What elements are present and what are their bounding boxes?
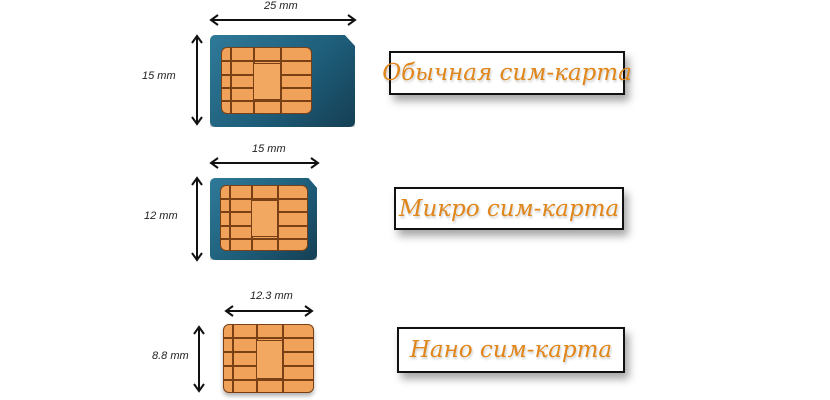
- sim-chip-icon: [221, 47, 312, 114]
- width-label: 15 mm: [252, 143, 286, 155]
- micro-sim-title: Микро сим-карта: [398, 195, 620, 222]
- width-label: 25 mm: [264, 0, 298, 12]
- regular-sim-title: Обычная сим-карта: [382, 60, 632, 86]
- nano-sim-title-box: Нано сим-карта: [397, 327, 625, 373]
- height-arrow-icon: [191, 176, 203, 262]
- width-label: 12.3 mm: [250, 290, 293, 302]
- nano-sim-title: Нано сим-карта: [409, 337, 613, 363]
- height-arrow-icon: [191, 34, 203, 126]
- micro-sim-title-box: Микро сим-карта: [394, 187, 624, 230]
- regular-sim-title-box: Обычная сим-карта: [382, 51, 632, 95]
- height-label: 8.8 mm: [152, 350, 189, 362]
- width-arrow-icon: [209, 157, 320, 169]
- width-arrow-icon: [224, 305, 314, 317]
- height-label: 15 mm: [142, 70, 176, 82]
- width-arrow-icon: [209, 14, 357, 26]
- nano-sim-chip-icon: [223, 324, 314, 393]
- sim-chip-icon: [220, 185, 308, 251]
- height-arrow-icon: [193, 325, 205, 393]
- height-label: 12 mm: [144, 210, 178, 222]
